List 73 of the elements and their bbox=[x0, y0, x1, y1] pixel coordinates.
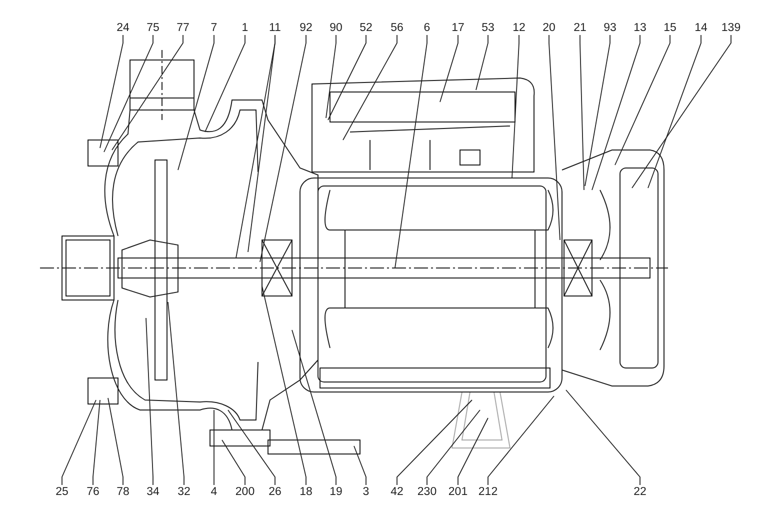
leader-line bbox=[92, 400, 100, 486]
leader-line bbox=[108, 398, 124, 486]
leader-line bbox=[458, 418, 488, 486]
callout-number: 34 bbox=[138, 485, 168, 499]
leader-line bbox=[440, 34, 458, 102]
callout-number: 53 bbox=[473, 21, 503, 35]
callout-number: 42 bbox=[382, 485, 412, 499]
callout-number: 32 bbox=[169, 485, 199, 499]
leader-line bbox=[354, 446, 366, 486]
callout-number: 11 bbox=[260, 21, 290, 35]
callout-number: 7 bbox=[199, 21, 229, 35]
leader-line bbox=[228, 410, 276, 486]
leader-line bbox=[262, 286, 306, 486]
leader-line bbox=[62, 400, 96, 486]
callout-number: 21 bbox=[565, 21, 595, 35]
callout-number: 24 bbox=[108, 21, 138, 35]
callout-number: 1 bbox=[230, 21, 260, 35]
leader-line bbox=[112, 34, 184, 150]
callout-number: 6 bbox=[412, 21, 442, 35]
leader-line bbox=[614, 34, 670, 166]
leader-line bbox=[584, 34, 610, 186]
leader-line bbox=[548, 34, 560, 240]
callout-number: 12 bbox=[504, 21, 534, 35]
leader-line bbox=[222, 440, 246, 486]
callout-number: 201 bbox=[443, 485, 473, 499]
callout-number: 139 bbox=[716, 21, 746, 35]
callout-number: 14 bbox=[686, 21, 716, 35]
callout-number: 25 bbox=[47, 485, 77, 499]
leader-line bbox=[592, 34, 640, 190]
callout-number: 18 bbox=[291, 485, 321, 499]
callout-number: 19 bbox=[321, 485, 351, 499]
callout-number: 76 bbox=[78, 485, 108, 499]
leader-line bbox=[100, 34, 124, 148]
leader-line bbox=[326, 34, 336, 118]
leader-line bbox=[146, 318, 154, 486]
callout-number: 56 bbox=[382, 21, 412, 35]
callout-number: 22 bbox=[625, 485, 655, 499]
leader-line bbox=[178, 34, 214, 170]
leader-line bbox=[566, 390, 640, 486]
callout-number: 90 bbox=[321, 21, 351, 35]
leader-line bbox=[488, 396, 554, 486]
callout-number: 75 bbox=[138, 21, 168, 35]
callout-number: 200 bbox=[230, 485, 260, 499]
callout-number: 4 bbox=[199, 485, 229, 499]
leader-line bbox=[292, 330, 336, 486]
callout-number: 52 bbox=[351, 21, 381, 35]
callout-number: 20 bbox=[534, 21, 564, 35]
leader-line bbox=[476, 34, 488, 90]
leader-line bbox=[204, 34, 246, 132]
leader-line bbox=[104, 34, 154, 152]
callout-number: 92 bbox=[291, 21, 321, 35]
callout-number: 13 bbox=[625, 21, 655, 35]
callout-number: 212 bbox=[473, 485, 503, 499]
leader-line bbox=[328, 34, 366, 120]
callout-number: 17 bbox=[443, 21, 473, 35]
callout-number: 77 bbox=[168, 21, 198, 35]
callout-number: 26 bbox=[260, 485, 290, 499]
callout-number: 78 bbox=[108, 485, 138, 499]
leader-line bbox=[342, 34, 398, 140]
callout-number: 3 bbox=[351, 485, 381, 499]
leader-line bbox=[394, 34, 428, 268]
leader-line bbox=[396, 400, 472, 486]
leader-line bbox=[580, 34, 584, 190]
leader-line bbox=[648, 34, 702, 188]
leader-line bbox=[426, 410, 480, 486]
leader-line bbox=[260, 34, 306, 262]
callout-number: 93 bbox=[595, 21, 625, 35]
leader-line bbox=[632, 34, 732, 188]
callout-number: 230 bbox=[412, 485, 442, 499]
callout-number: 15 bbox=[655, 21, 685, 35]
leader-line bbox=[168, 302, 184, 486]
leader-line bbox=[512, 34, 520, 178]
leader-line bbox=[248, 34, 276, 252]
